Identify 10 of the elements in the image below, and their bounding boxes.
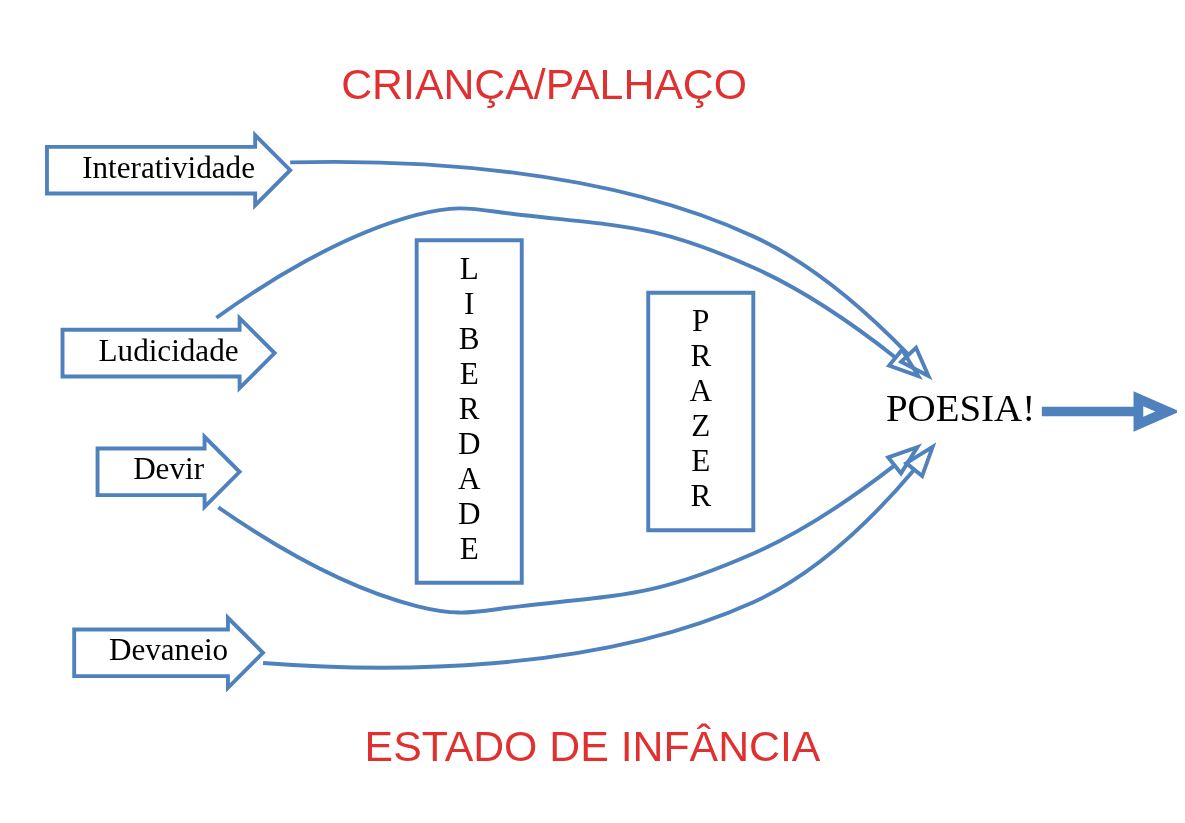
arrow xyxy=(217,443,922,615)
arrow xyxy=(262,442,937,670)
arrow xyxy=(215,206,923,380)
node-box: PRAZER xyxy=(646,290,756,533)
node-text: POESIA! xyxy=(885,386,1036,430)
diagram-title: CRIANÇA/PALHAÇO xyxy=(341,60,748,109)
caption: ESTADO DE INFÂNCIA xyxy=(364,721,821,770)
arrow xyxy=(290,159,933,381)
arrow xyxy=(1041,391,1177,432)
node-box: LIBERDADE xyxy=(414,238,524,585)
